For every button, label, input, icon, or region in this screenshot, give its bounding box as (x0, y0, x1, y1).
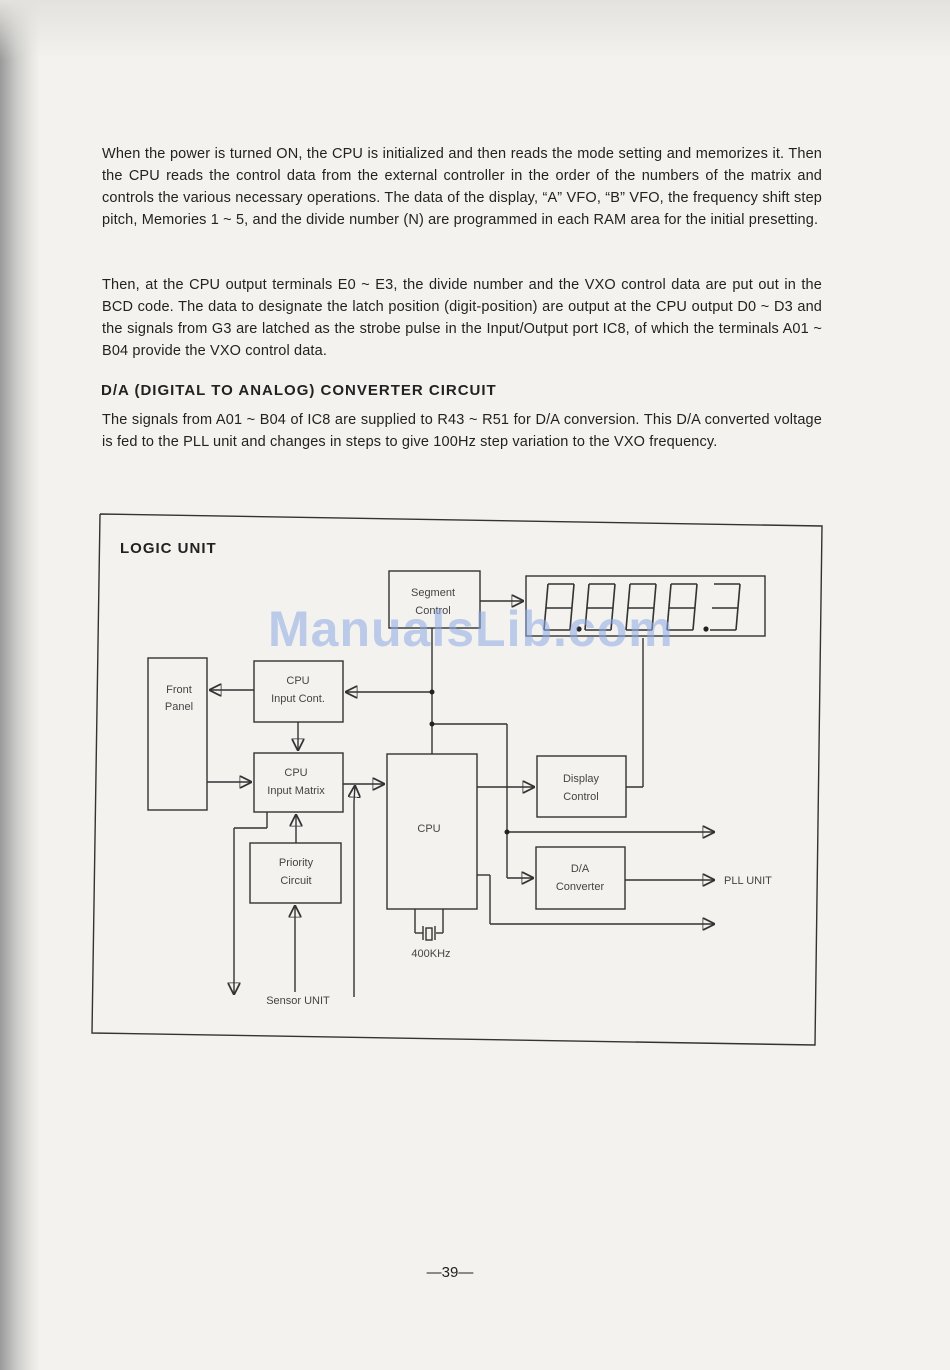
logic-unit-diagram: LOGIC UNIT Front Panel CPU Input Cont. C… (91, 513, 823, 1046)
cpu-input-cont-box (253, 660, 344, 723)
cpu-label: CPU (417, 823, 440, 835)
cpu-input-cont-label-2: Input Cont. (271, 693, 325, 705)
front-panel-box (147, 657, 208, 811)
diagram-title: LOGIC UNIT (120, 540, 217, 557)
pll-unit-label: PLL UNIT (724, 875, 772, 887)
front-panel-label-1: Front (166, 684, 192, 696)
segment-control-box (388, 570, 481, 629)
sensor-unit-label: Sensor UNIT (266, 995, 330, 1007)
display-control-label-2: Control (563, 791, 598, 803)
paragraph-cpu-output: Then, at the CPU output terminals E0 ~ E… (102, 277, 822, 359)
crystal-label: 400KHz (411, 948, 450, 960)
diagram-frame (91, 513, 823, 1046)
page-shadow-top (0, 0, 950, 60)
page-shadow-left (0, 0, 40, 1370)
priority-circuit-label-2: Circuit (280, 875, 311, 887)
seven-seg-digits (543, 583, 741, 631)
cpu-input-matrix-label-2: Input Matrix (267, 785, 325, 797)
cpu-input-cont-label-1: CPU (286, 675, 309, 687)
display-control-box (536, 755, 627, 818)
segment-control-label-1: Segment (411, 587, 455, 599)
paragraph-da-conversion: The signals from A01 ~ B04 of IC8 are su… (102, 412, 822, 450)
priority-circuit-box (249, 842, 342, 904)
cpu-input-matrix-box (253, 752, 344, 813)
front-panel-label-2: Panel (165, 701, 193, 713)
section-heading: D/A (DIGITAL TO ANALOG) CONVERTER CIRCUI… (101, 382, 497, 399)
display-control-label-1: Display (563, 773, 600, 785)
page-number: —39— (426, 1264, 474, 1281)
paragraph-power-on: When the power is turned ON, the CPU is … (102, 146, 822, 228)
watermark: ManualsLib.com (268, 601, 674, 657)
da-converter-box (535, 846, 626, 910)
priority-circuit-label-1: Priority (279, 857, 314, 869)
da-converter-label-1: D/A (571, 863, 590, 875)
seven-seg-display-box (525, 575, 766, 637)
cpu-input-matrix-label-1: CPU (284, 767, 307, 779)
da-converter-label-2: Converter (556, 881, 605, 893)
segment-control-label-2: Control (415, 605, 450, 617)
